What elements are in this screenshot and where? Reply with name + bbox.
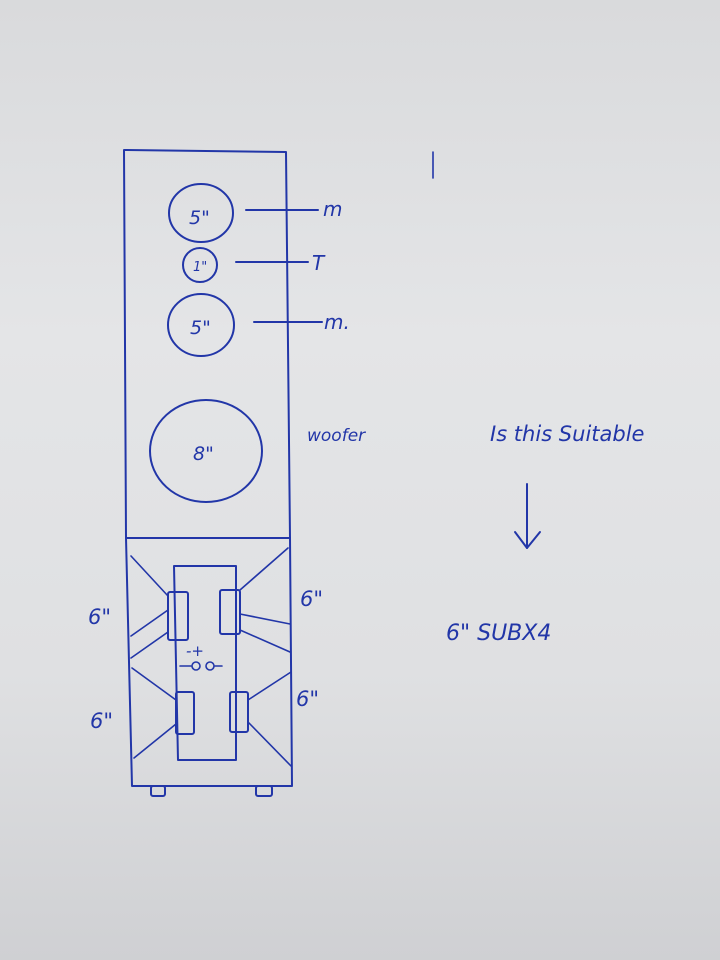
cabinet-outline bbox=[123, 149, 293, 797]
bottom-mid-size-label: 5" bbox=[190, 317, 211, 339]
tweeter-driver: 1" bbox=[182, 247, 218, 283]
sub-chamber: -+ bbox=[130, 547, 292, 767]
woofer-callout: woofer bbox=[307, 426, 366, 446]
sub-lower-right-label: 6" bbox=[296, 687, 319, 711]
top-mid-driver: 5" bbox=[168, 183, 234, 243]
sub-upper-left-label: 6" bbox=[88, 605, 111, 629]
sub-lower-left-label: 6" bbox=[90, 709, 113, 733]
terminal-polarity-label: -+ bbox=[186, 642, 204, 660]
answer-text: 6" SUBX4 bbox=[446, 621, 551, 646]
woofer-size-label: 8" bbox=[193, 443, 214, 465]
sub-upper-right-label: 6" bbox=[300, 587, 323, 611]
tweeter-size-label: 1" bbox=[193, 260, 207, 275]
top-mid-size-label: 5" bbox=[189, 207, 210, 229]
down-arrow bbox=[514, 483, 541, 549]
bottom-mid-driver: 5" bbox=[167, 293, 235, 357]
woofer-driver: 8" bbox=[149, 399, 263, 503]
bottom-mid-callout: m. bbox=[324, 310, 350, 334]
tweeter-callout: T bbox=[312, 251, 326, 275]
question-text: Is this Suitable bbox=[490, 422, 644, 446]
top-mid-callout: m bbox=[323, 197, 342, 221]
